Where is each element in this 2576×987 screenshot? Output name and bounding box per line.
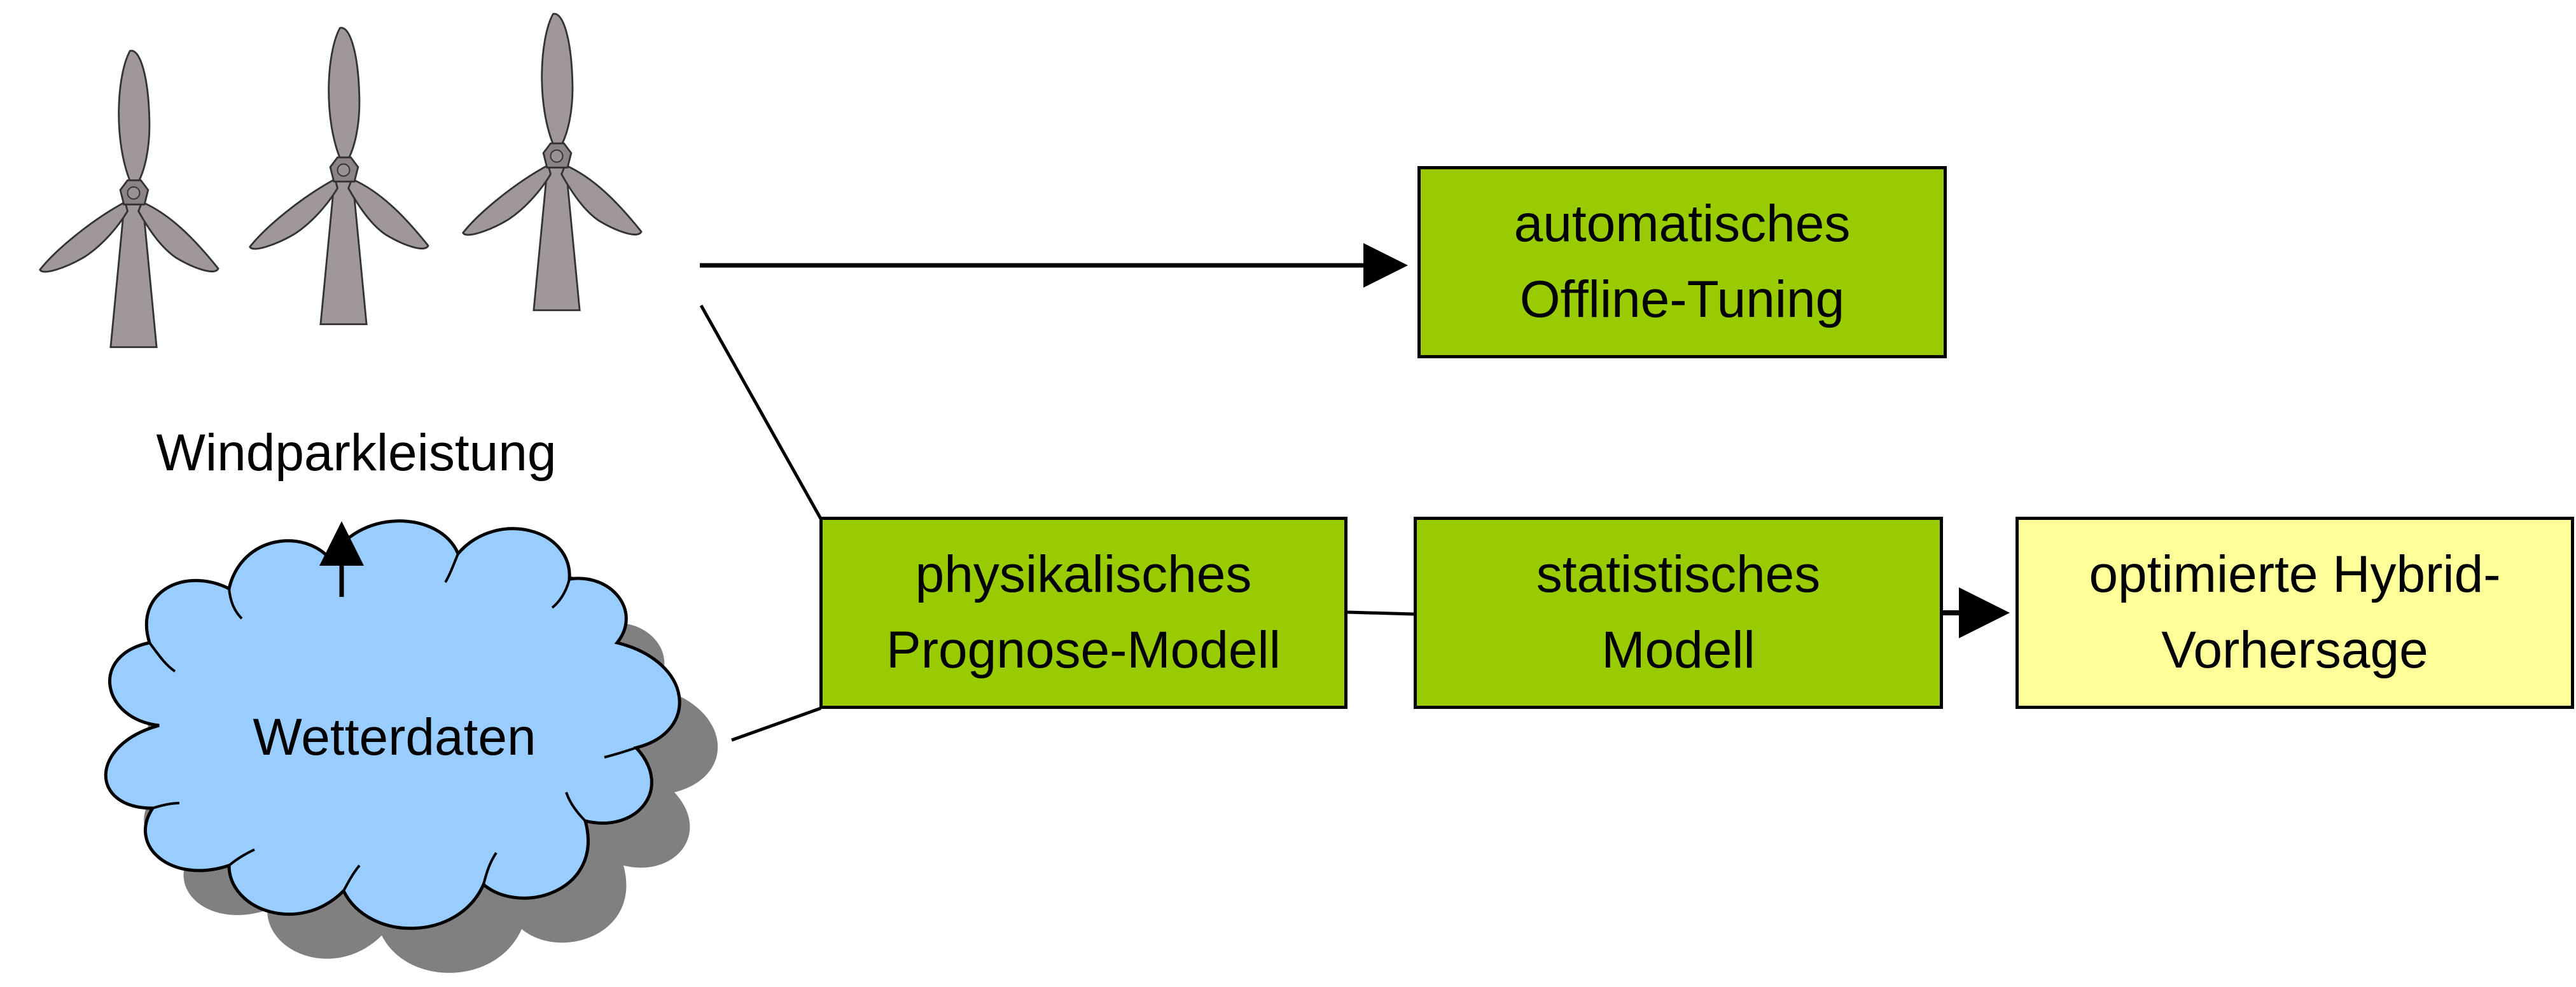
- wind-turbine-icon: [462, 13, 643, 311]
- cloud-icon: [106, 521, 718, 973]
- wind-turbine-icon: [249, 27, 429, 325]
- physical-model-box: physikalisches Prognose-Modell: [819, 517, 1347, 709]
- hybrid-forecast-box: optimierte Hybrid- Vorhersage: [2016, 517, 2574, 709]
- physical-model-line2: Prognose-Modell: [886, 621, 1281, 679]
- hybrid-forecast-line1: optimierte Hybrid-: [2089, 545, 2501, 604]
- statistical-model-line2: Modell: [1601, 621, 1755, 679]
- wind-turbine-icon: [39, 50, 219, 348]
- connector-cloud-to-physical: [731, 706, 821, 742]
- offline-tuning-line2: Offline-Tuning: [1519, 270, 1845, 328]
- hybrid-forecast-line2: Vorhersage: [2161, 621, 2428, 679]
- offline-tuning-line1: automatisches: [1514, 195, 1851, 253]
- connector-physical-to-statistical: [1347, 610, 1414, 616]
- offline-tuning-box: automatisches Offline-Tuning: [1417, 166, 1947, 358]
- statistical-model-line1: statistisches: [1536, 545, 1821, 604]
- weather-data-label: Wetterdaten: [253, 708, 536, 766]
- windpark-power-label: Windparkleistung: [156, 424, 557, 482]
- physical-model-line1: physikalisches: [915, 545, 1252, 604]
- statistical-model-box: statistisches Modell: [1414, 517, 1943, 709]
- connector-turbines-to-physical: [699, 304, 823, 520]
